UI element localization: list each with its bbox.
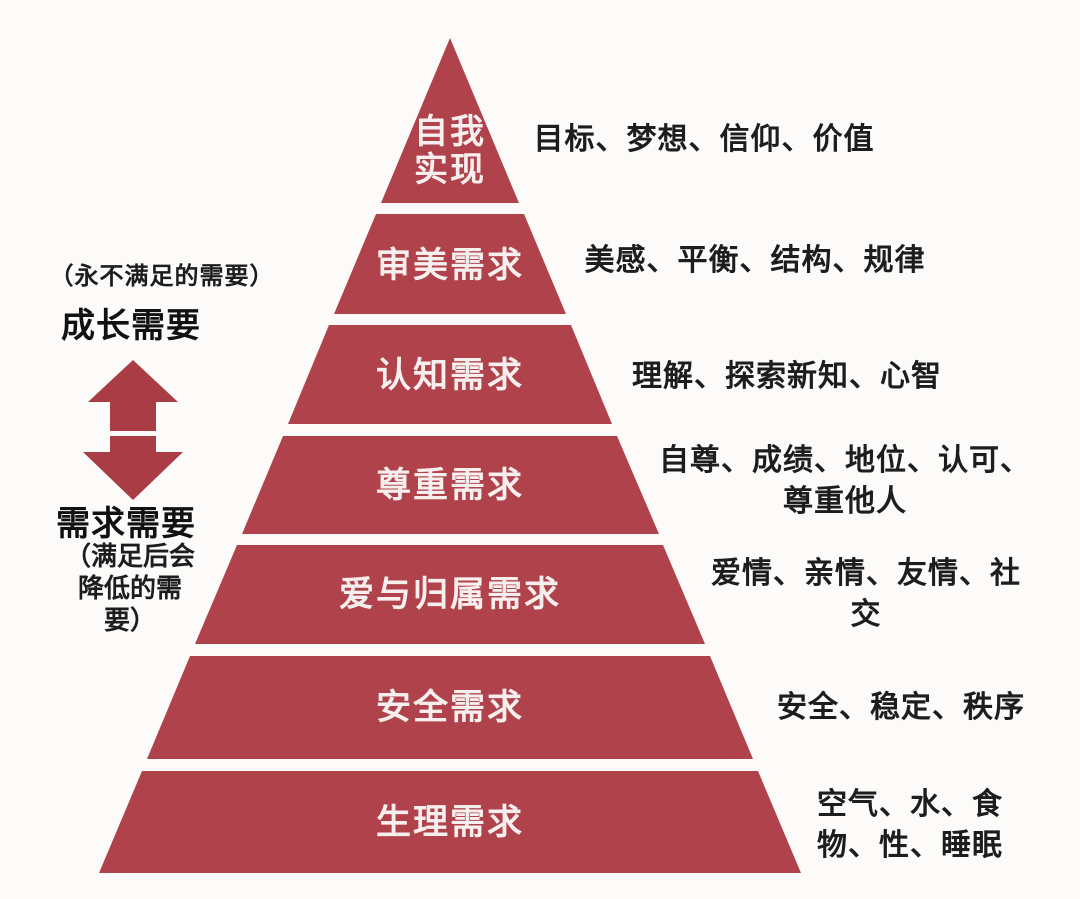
level-title-esteem: 尊重需求 xyxy=(375,466,525,505)
desc-line: 尊重他人 xyxy=(783,485,907,518)
pyramid-level-shape-safety xyxy=(147,656,753,759)
pyramid-level-shape-esteem xyxy=(242,436,659,534)
level-title-aesthetic: 审美需求 xyxy=(375,246,525,285)
pyramid-level-shape-physiological xyxy=(99,771,801,873)
up-arrow-icon xyxy=(88,360,178,431)
pyramid-level-shape-love-belonging xyxy=(195,545,705,644)
level-title-line: 自我 xyxy=(414,114,486,151)
desc-line: 交 xyxy=(850,598,882,631)
level-desc-self-actualization: 目标、梦想、信仰、价值 xyxy=(534,119,875,160)
note-line: 降低的需 xyxy=(77,573,183,603)
level-title-physiological: 生理需求 xyxy=(375,803,525,842)
level-title-cognitive: 认知需求 xyxy=(375,356,525,395)
deficit-needs-label: 需求需要 xyxy=(56,506,196,543)
desc-line: 美感、平衡、结构、规律 xyxy=(584,244,926,277)
desc-line: 空气、水、食 xyxy=(817,788,1003,821)
level-title-self-actualization: 自我 实现 xyxy=(414,114,486,190)
pyramid-level-shape-cognitive xyxy=(288,325,612,424)
note-line: 要） xyxy=(103,605,157,635)
level-desc-esteem: 自尊、成绩、地位、认可、 尊重他人 xyxy=(659,440,1031,522)
desc-line: 自尊、成绩、地位、认可、 xyxy=(659,444,1031,477)
growth-needs-label: 成长需要 xyxy=(61,308,201,345)
level-desc-aesthetic: 美感、平衡、结构、规律 xyxy=(585,240,926,281)
level-title-love-belonging: 爱与归属需求 xyxy=(338,575,562,614)
level-desc-safety: 安全、稳定、秩序 xyxy=(777,687,1025,728)
level-desc-love-belonging: 爱情、亲情、友情、社 交 xyxy=(711,553,1021,635)
desc-line: 目标、梦想、信仰、价值 xyxy=(533,123,875,156)
level-desc-cognitive: 理解、探索新知、心智 xyxy=(632,356,942,397)
pyramid-level-shape-self-actualization xyxy=(381,38,519,203)
desc-line: 理解、探索新知、心智 xyxy=(632,360,942,393)
level-title-line: 实现 xyxy=(414,152,486,189)
level-desc-physiological: 空气、水、食 物、性、睡眠 xyxy=(817,784,1003,866)
level-title-safety: 安全需求 xyxy=(375,688,525,727)
desc-line: 物、性、睡眠 xyxy=(817,829,1003,862)
pyramid-level-shape-aesthetic xyxy=(334,214,566,314)
desc-line: 爱情、亲情、友情、社 xyxy=(711,557,1021,590)
deficit-needs-note: （满足后会 降低的需 要） xyxy=(65,540,195,636)
down-arrow-icon xyxy=(83,436,183,500)
growth-needs-note: （永不满足的需要） xyxy=(49,263,275,290)
note-line: （满足后会 xyxy=(64,541,196,571)
desc-line: 安全、稳定、秩序 xyxy=(777,691,1025,724)
